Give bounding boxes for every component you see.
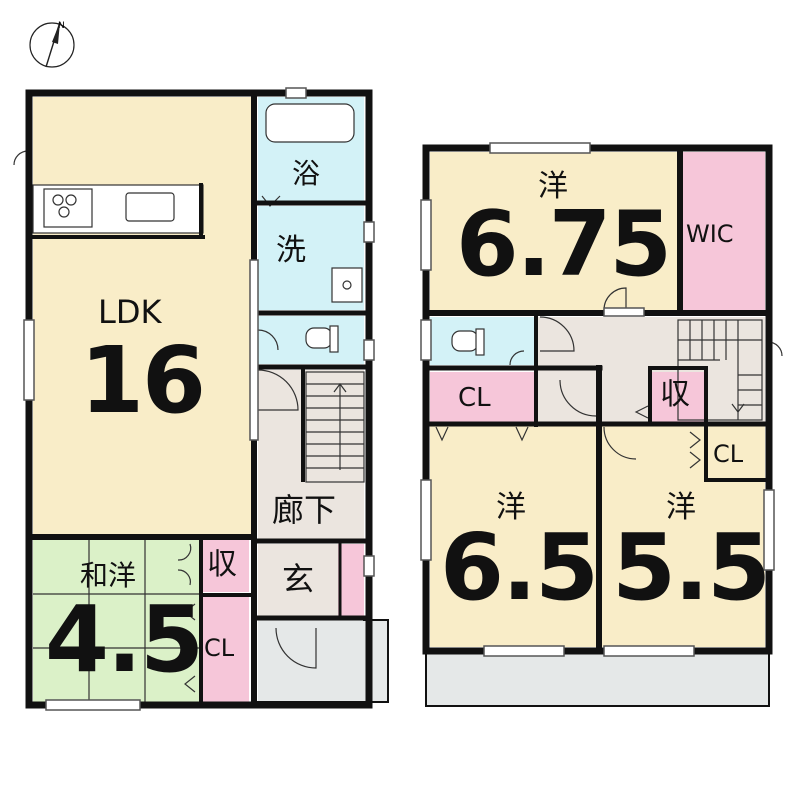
storage1-label: 収 bbox=[207, 547, 237, 582]
hallway-label: 廊下 bbox=[272, 491, 337, 529]
floor1-fixtures bbox=[13, 103, 365, 702]
room-north-label: 洋 bbox=[538, 169, 568, 204]
storage2-label: 収 bbox=[660, 377, 690, 412]
ldk-label: LDK bbox=[98, 293, 162, 331]
closet2-label: CL bbox=[458, 383, 491, 413]
stairs1-icon bbox=[305, 371, 365, 483]
balcony-area bbox=[427, 653, 768, 705]
room-sw-area bbox=[430, 425, 597, 647]
floor1-fills bbox=[33, 97, 388, 702]
stairs2-icon bbox=[677, 319, 763, 421]
floor1-windows bbox=[23, 87, 375, 711]
kitchen-sink-icon bbox=[125, 192, 175, 222]
ldk-area bbox=[33, 97, 251, 535]
washroom-label: 洗 bbox=[276, 233, 306, 268]
storage1-area bbox=[201, 540, 249, 592]
bath-label: 浴 bbox=[292, 157, 321, 190]
door-arc-icon bbox=[257, 369, 299, 411]
room-se-label: 洋 bbox=[666, 490, 696, 525]
closet3-label: CL bbox=[713, 440, 744, 468]
genkan-area bbox=[258, 544, 340, 616]
closet1-area bbox=[201, 597, 249, 702]
tatami-area bbox=[33, 540, 201, 702]
wic-label: WIC bbox=[686, 220, 734, 248]
floor2-windows bbox=[420, 142, 775, 657]
sink-icon bbox=[331, 267, 363, 303]
ldk-size: 16 bbox=[80, 327, 206, 434]
entrance-label: 玄 bbox=[282, 560, 315, 598]
toilet-icon bbox=[305, 327, 333, 349]
hall1-area bbox=[258, 370, 364, 540]
closet1-label: CL bbox=[204, 634, 235, 662]
japanese-room-size: 4.5 bbox=[45, 586, 204, 693]
room-north-size: 6.75 bbox=[456, 192, 672, 297]
wic-area bbox=[680, 152, 765, 310]
floor2-walls bbox=[422, 144, 773, 707]
room-sw-size: 6.5 bbox=[440, 514, 599, 621]
stove-icon bbox=[52, 194, 64, 206]
room-se-area bbox=[601, 425, 765, 647]
japanese-room-label: 和洋 bbox=[80, 559, 137, 592]
floor2-fixtures bbox=[435, 287, 783, 469]
compass-icon: N bbox=[29, 21, 75, 68]
room-north-area bbox=[430, 152, 680, 310]
closet2-area bbox=[430, 372, 536, 422]
bathtub-icon bbox=[265, 103, 355, 143]
room-se-size: 5.5 bbox=[612, 514, 771, 621]
room-sw-label: 洋 bbox=[496, 490, 526, 525]
shoe-storage-area bbox=[338, 544, 364, 616]
kitchen-counter bbox=[32, 184, 204, 234]
compass-label: N bbox=[58, 21, 65, 31]
